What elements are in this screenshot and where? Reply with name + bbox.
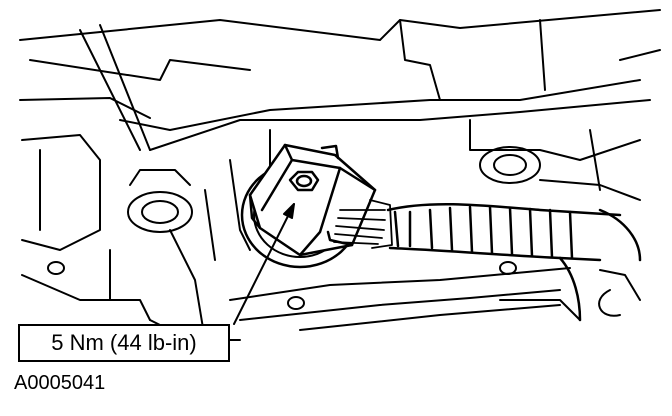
- torque-spec-callout: 5 Nm (44 lb-in): [18, 324, 230, 362]
- callout-leader: [233, 203, 295, 325]
- wiring-harness: [386, 203, 642, 322]
- sensor-body: [248, 143, 377, 257]
- torque-spec-label: 5 Nm (44 lb-in): [51, 330, 197, 355]
- connector-wires: [333, 199, 393, 249]
- figure-id-label: A0005041: [14, 372, 106, 394]
- sensor-bolt: [288, 170, 320, 192]
- upper-housing: [19, 9, 661, 151]
- lower-housing: [149, 267, 581, 341]
- left-housing-details: [21, 134, 251, 341]
